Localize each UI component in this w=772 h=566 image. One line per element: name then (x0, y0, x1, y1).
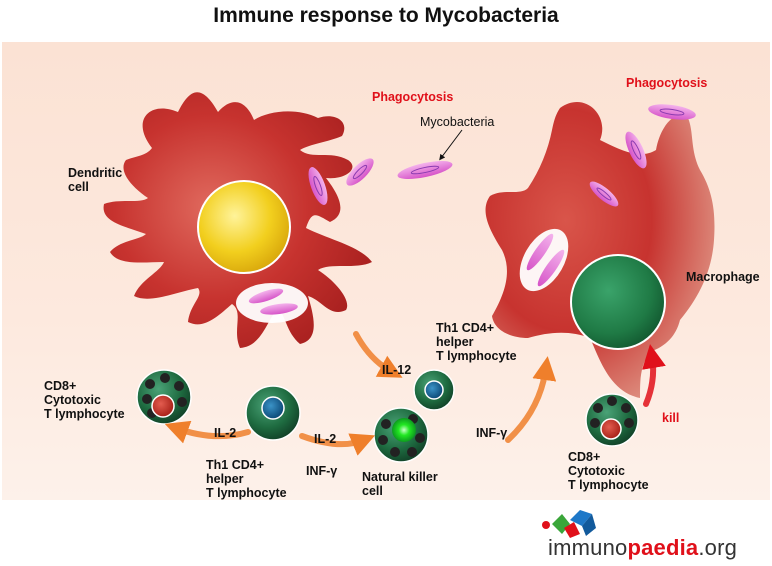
infg-arrow-right (505, 356, 557, 443)
bacteria-in-phagosome (248, 288, 298, 315)
mycobacteria-left (308, 158, 453, 205)
th1-top-label: Th1 CD4+ helper T lymphocyte (436, 321, 517, 363)
macrophage-phagosome (519, 228, 569, 292)
il12-label: IL-12 (382, 363, 412, 377)
bacteria-in-macrophage (526, 233, 565, 287)
dendritic-cell (103, 92, 372, 348)
cd8-right-label: CD8+ Cytotoxic T lymphocyte (568, 450, 649, 492)
mycobacteria-right (589, 104, 696, 207)
il2-mid-label: IL-2 (314, 432, 337, 446)
logo-text-part1: immuno (548, 535, 628, 560)
il2-left-label: IL-2 (214, 426, 237, 440)
th1-bottom-label: Th1 CD4+ helper T lymphocyte (206, 458, 287, 500)
phagosome (236, 283, 308, 323)
immunopaedia-logo-mark (542, 510, 596, 538)
dendritic-nucleus (197, 180, 291, 274)
macrophage-label: Macrophage (686, 270, 760, 284)
il12-arrow (353, 331, 403, 378)
infg-right-label: INF-γ (476, 426, 508, 440)
mycobacteria-label: Mycobacteria (420, 115, 495, 129)
macrophage-nucleus (570, 254, 666, 350)
il2-infg-arrow (299, 433, 376, 456)
cd8-tcell-left (136, 369, 192, 425)
nk-cell-label: Natural killer cell (362, 470, 438, 498)
phagocytosis-right-label: Phagocytosis (626, 76, 708, 90)
immunopaedia-logo-text[interactable]: immunopaedia.org (548, 535, 737, 561)
logo-text-part2: paedia (627, 535, 699, 560)
infg-mid-label: INF-γ (306, 464, 338, 478)
cd8-tcell-right (585, 393, 639, 447)
th1-tcell-top (413, 369, 455, 411)
diagram-title: Immune response to Mycobacteria (213, 4, 559, 27)
nk-cell (373, 407, 429, 463)
phagocytosis-left-label: Phagocytosis (372, 90, 454, 104)
kill-arrow (642, 344, 666, 407)
th1-tcell-bottom (245, 385, 301, 441)
mycobacteria-pointer (439, 129, 463, 161)
macrophage-cell (485, 102, 715, 399)
il2-arrow-left (164, 420, 251, 444)
cd8-left-label: CD8+ Cytotoxic T lymphocyte (44, 379, 125, 421)
kill-label: kill (662, 411, 680, 425)
dendritic-cell-label: Dendritic cell (68, 166, 123, 194)
logo-text-part3: .org (698, 535, 738, 560)
